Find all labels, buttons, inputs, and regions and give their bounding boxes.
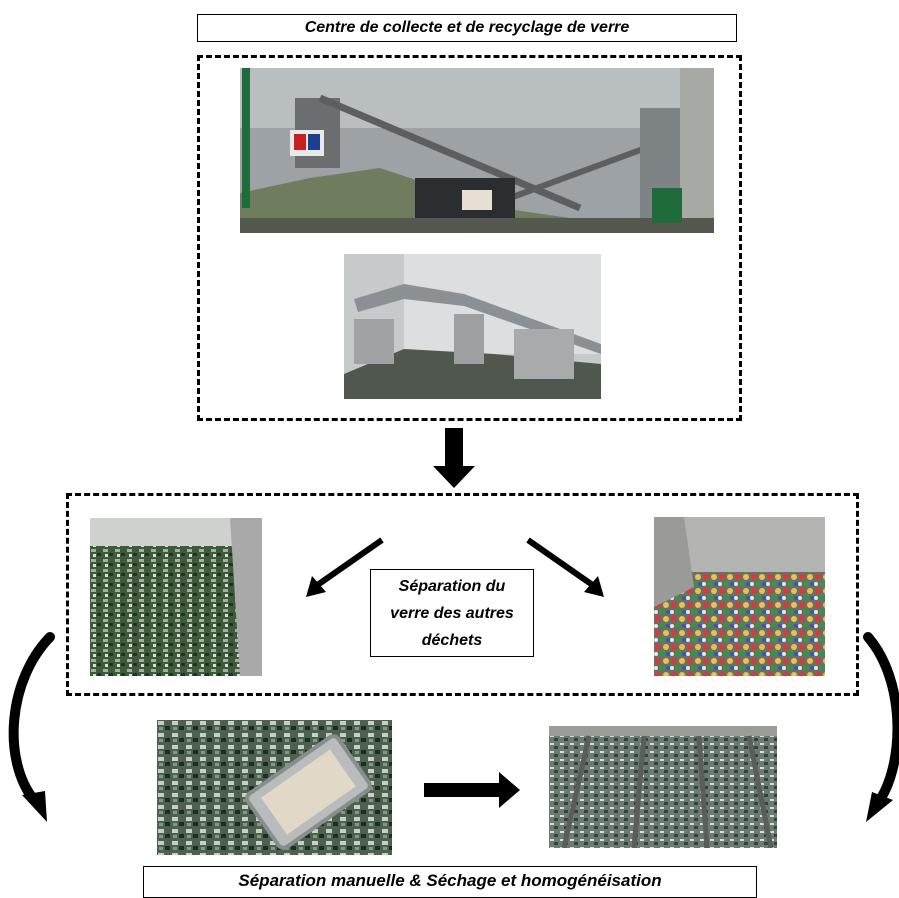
down-arrow [433, 428, 475, 488]
glass-cullet-bin-photo [90, 518, 262, 676]
drying-rows-photo [549, 726, 777, 848]
left-curved-arrow [8, 632, 55, 822]
separation-frame [66, 493, 859, 696]
manual-sorting-photo [157, 720, 392, 855]
separation-label: Séparation du verre des autres déchets [370, 569, 534, 657]
bottle-caps-bin-photo [654, 517, 825, 676]
diagram-title: Centre de collecte et de recyclage de ve… [197, 14, 737, 42]
glass-plant-photo [240, 68, 714, 233]
process-label: Séparation manuelle & Séchage et homogén… [143, 866, 757, 898]
arrow-to-drying [424, 772, 520, 808]
conveyor-photo [344, 254, 601, 399]
plant-photos-frame [197, 55, 742, 421]
right-curved-arrow [863, 632, 899, 822]
